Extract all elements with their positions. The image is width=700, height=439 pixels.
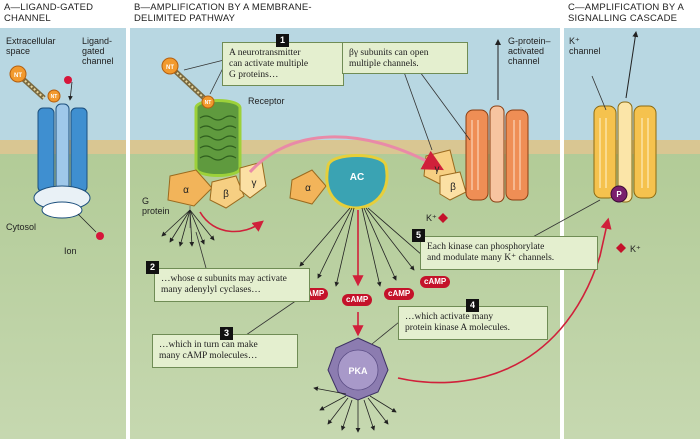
callout-5: Each kinase can phosphorylate and modula…: [420, 236, 598, 270]
callout-1: A neurotransmitter can activate multiple…: [222, 42, 344, 86]
pka-fan: [313, 386, 397, 433]
camp-badge: cAMP: [342, 294, 373, 306]
beta-gamma-path: [248, 135, 444, 174]
adenylyl-cyclase: [325, 154, 389, 210]
gamma-label: γ: [252, 178, 257, 189]
k-ion-b-label: K⁺: [426, 213, 437, 223]
ion-inside: [96, 232, 104, 240]
ac-fan: [299, 207, 431, 287]
callout-1-number: 1: [276, 34, 289, 47]
g-activated-channel-label: G-protein– activated channel: [508, 36, 551, 66]
nt-molecule-b: [161, 57, 179, 75]
callout-2-number: 2: [146, 261, 159, 274]
alpha-subunit-free: [289, 169, 327, 205]
k-channel-pointer: [591, 75, 607, 111]
nt-bound-a: [47, 89, 61, 103]
nt-arrow-b: [172, 68, 206, 100]
panel-b-title: B—AMPLIFICATION BY A MEMBRANE- DELIMITED…: [134, 2, 312, 24]
phosphate: [610, 185, 628, 203]
ligand-gated-channel-label: Ligand- gated channel: [82, 36, 114, 66]
pka: [327, 337, 389, 401]
beta-label: β: [223, 189, 229, 200]
nt-label-a: NT: [14, 73, 22, 79]
camp-badge: cAMP: [384, 288, 415, 300]
receptor-label: Receptor: [248, 96, 285, 106]
panel-a-title: A—LIGAND-GATED CHANNEL: [4, 2, 94, 24]
callout-beta-gamma: βγ subunits can open multiple channels.: [342, 42, 468, 74]
k-channel: [593, 101, 657, 203]
k-ion-b: [438, 213, 448, 223]
camp-badge: cAMP: [420, 276, 451, 288]
callout-3-number: 3: [220, 327, 233, 340]
g-protein-activated-channel: [465, 105, 529, 203]
callout-2: …whose α subunits may activate many aden…: [154, 268, 310, 302]
nt-molecule-a: [9, 65, 27, 83]
callout-4: …which activate many protein kinase A mo…: [398, 306, 548, 340]
beta-free-label: β: [450, 182, 456, 193]
phosphate-label: P: [616, 190, 622, 199]
k-channel-label: K⁺ channel: [569, 36, 601, 56]
k-efflux-arrow-c: [625, 31, 639, 99]
panel-c-background: [564, 28, 700, 439]
ac-label: AC: [350, 172, 364, 183]
g-protein-label: G protein: [142, 196, 170, 216]
cytosol-label: Cytosol: [6, 222, 37, 232]
callout-5-number: 5: [412, 229, 425, 242]
receptor: [194, 99, 242, 177]
ion-entry-arrow: [68, 81, 73, 101]
nt-bound-label-b: NT: [205, 100, 212, 106]
g-protein-fan: [161, 209, 215, 247]
k-ion-c: [616, 243, 626, 253]
ion-pointer: [77, 213, 97, 233]
extracellular-label: Extracellular space: [6, 36, 56, 56]
ion-label: Ion: [64, 246, 77, 256]
k-ion-c-label: K⁺: [630, 244, 641, 254]
alpha-flow-arrow: [199, 211, 264, 233]
alpha-free-label: α: [305, 183, 311, 194]
nt-label-b: NT: [166, 65, 174, 71]
nt-bound-b: [201, 95, 215, 109]
ligand-gated-channel: [33, 103, 91, 219]
gamma-free-label: γ: [435, 164, 440, 175]
nt-bound-label-a: NT: [51, 94, 58, 100]
panel-c-title: C—AMPLIFICATION BY A SIGNALLING CASCADE: [568, 2, 685, 24]
alpha-label: α: [183, 185, 189, 196]
pka-label: PKA: [348, 366, 368, 376]
ion-outside: [64, 76, 72, 84]
nt-arrow-a: [20, 76, 46, 100]
callout-4-number: 4: [466, 299, 479, 312]
g-protein: [167, 161, 267, 209]
panel-a-background: [0, 28, 126, 439]
pka-to-channel-arrow: [397, 217, 612, 384]
beta-gamma-subunit-2: [439, 171, 467, 201]
